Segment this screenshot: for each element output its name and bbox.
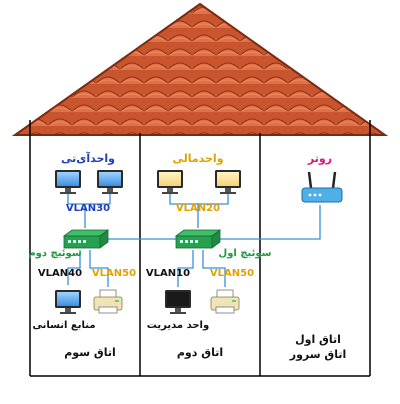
monitor-icon [55,170,81,194]
switch-second-label: سوئیچ دوم [28,248,81,259]
monitor-icon [215,170,241,194]
room-middle-name: اتاق دوم [177,346,223,359]
vlan30-label: VLAN30 [66,203,110,214]
switch-icon [174,229,222,249]
label-finance-department: واحدمالی [172,152,223,165]
switch-first-label: سوئیچ اول [219,248,272,259]
printer-icon [93,289,123,314]
label-router: روتر [307,152,332,165]
room-right-name-line2: اتاق سرور [289,348,347,361]
printer-icon [210,289,240,314]
router-icon [301,171,343,203]
label-it-department: واحدآی‌تی [61,151,115,165]
vlan40-label: VLAN40 [38,268,82,279]
vlan10-label: VLAN10 [146,268,190,279]
vlan50-left-label: VLAN50 [92,268,136,279]
room-right-name-line1: اتاق اول [295,333,341,346]
roof [11,2,389,136]
switch-icon [62,229,110,249]
vlan50-mid-label: VLAN50 [210,268,254,279]
vlan20-label: VLAN20 [176,203,220,214]
monitor-icon [55,290,81,314]
room-left-name: اتاق سوم [64,346,115,359]
monitor-icon [97,170,123,194]
house-walls [29,120,371,377]
hr-label: منابع انسانی [32,320,95,331]
management-label: واحد مدیریت [147,320,209,331]
monitor-icon [157,170,183,194]
cables [67,193,321,287]
monitor-icon [165,290,191,314]
